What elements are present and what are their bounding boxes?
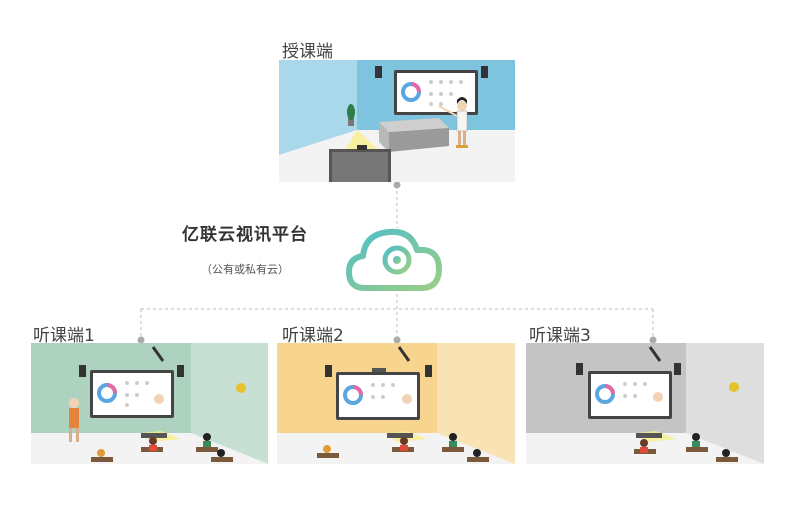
cloud-icon [346, 228, 442, 291]
connector-dot-classroom-2 [393, 336, 401, 344]
classroom-label-3: 听课端3 [529, 326, 591, 346]
classroom-illustration-3 [526, 343, 764, 464]
classroom-illustration-1 [31, 343, 268, 464]
classroom-1-side-wall [191, 343, 268, 464]
classroom-3-side-wall [686, 343, 764, 464]
connector-dot-teaching [393, 181, 401, 189]
classroom-illustration-2 [277, 343, 515, 464]
connector-dot-classroom-3 [649, 336, 657, 344]
classroom-label-2: 听课端2 [282, 326, 344, 346]
classroom-label-1: 听课端1 [33, 326, 95, 346]
teaching-left-wall [279, 60, 357, 155]
classroom-2-side-wall [437, 343, 515, 464]
connector-dot-classroom-1 [137, 336, 145, 344]
platform-title: 亿联云视讯平台 [182, 225, 308, 245]
platform-subtitle: （公有或私有云） [201, 263, 289, 276]
teaching-room-illustration [279, 60, 515, 182]
teaching-label: 授课端 [282, 42, 333, 62]
